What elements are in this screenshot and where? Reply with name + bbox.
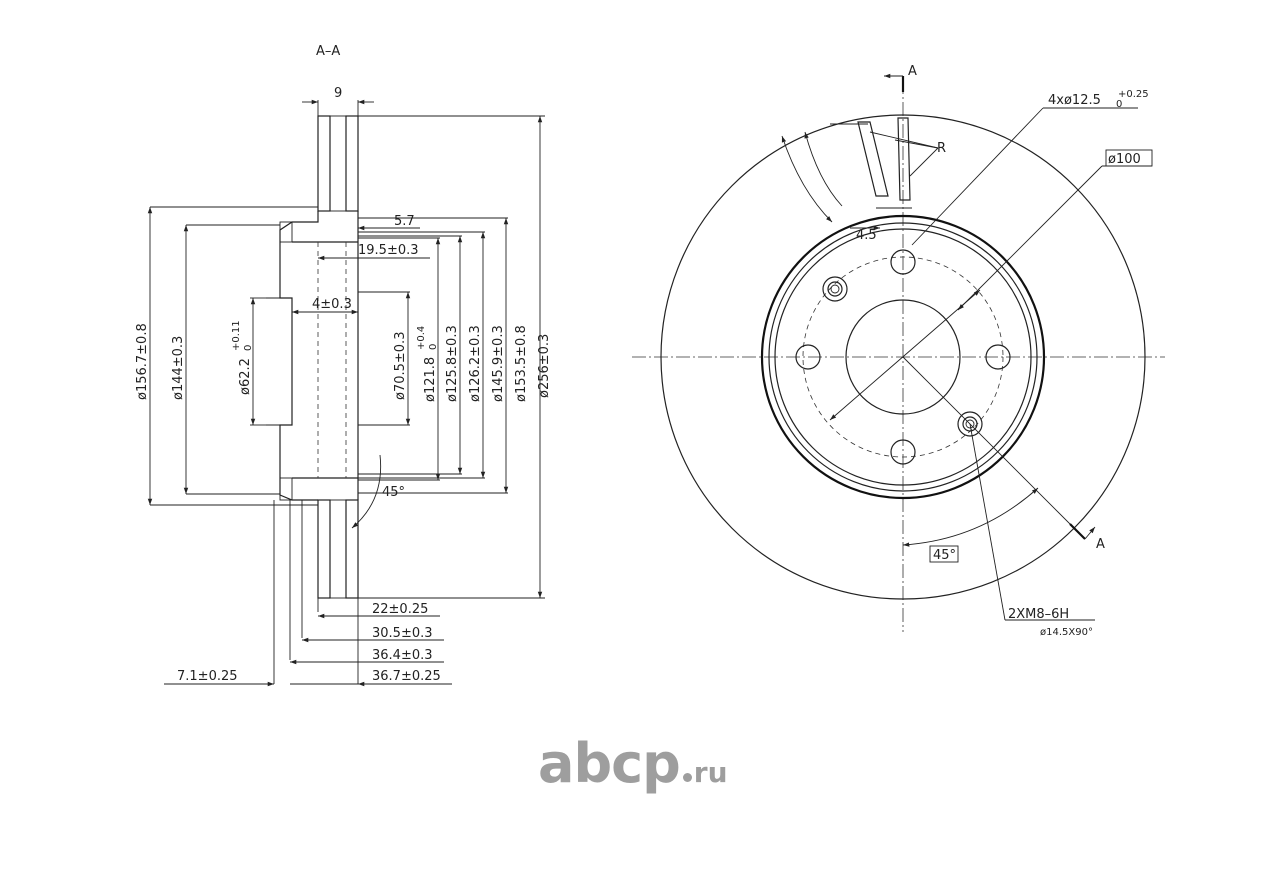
dim-bore: ø62.2 — [238, 358, 253, 395]
dim-t22: 22±0.25 — [372, 602, 428, 617]
dim-4: 4±0.3 — [312, 297, 352, 312]
bolt-hole-top — [890, 249, 916, 275]
dim-d256: ø256±0.3 — [537, 334, 552, 398]
vent-channel-top — [329, 115, 347, 212]
dim-t367: 36.7±0.25 — [372, 669, 441, 684]
logo-dot — [682, 773, 692, 782]
section-wall-top-right — [345, 115, 359, 212]
vent-slot-detail — [781, 117, 939, 231]
bolt-hole-bottom — [890, 439, 916, 465]
angle-label: 45° — [933, 548, 956, 563]
holes-label: 4xø12.5 — [1048, 93, 1101, 108]
holes-tol-bottom: 0 — [1116, 99, 1122, 110]
dim-bore-tol-top: +0.11 — [231, 320, 242, 351]
hub-flange-bottom — [279, 477, 293, 501]
dim-t36: 36.4±0.3 — [372, 648, 433, 663]
dim-d153: ø153.5±0.8 — [514, 325, 529, 402]
dim-d145: ø145.9±0.3 — [491, 325, 506, 402]
thread-label: 2XM8–6H — [1008, 607, 1069, 622]
disc-outer-edge — [660, 114, 1146, 600]
pcd-circle — [802, 256, 1004, 458]
section-wall-top-left — [317, 115, 331, 212]
front-view: A A 4xø12.5 +0.25 0 ø100 R 4.5 45° 2XM8–… — [632, 64, 1165, 638]
vent-channel-bottom — [329, 499, 347, 599]
section-wall-bottom-right — [345, 499, 359, 599]
section-mark-top: A — [908, 64, 917, 79]
dim-d121-tol-bottom: 0 — [428, 344, 439, 350]
dim-angle-45: 45° — [382, 485, 405, 500]
dim-5-7: 5.7 — [394, 214, 415, 229]
bolt-hole-right — [985, 344, 1011, 370]
dim-t30: 30.5±0.3 — [372, 626, 433, 641]
section-mark-bottom: A — [1096, 537, 1105, 552]
dim-19-5: 19.5±0.3 — [358, 243, 419, 258]
section-wall-bottom-left — [317, 499, 331, 599]
section-view: A–A — [135, 44, 552, 687]
dim-d121-tol-top: +0.4 — [416, 326, 427, 350]
logo-tld: ru — [693, 756, 728, 789]
dim-d156: ø156.7±0.8 — [135, 323, 150, 400]
holes-tol-top: +0.25 — [1118, 89, 1149, 100]
brand-logo: abcp ru — [538, 734, 728, 794]
dim-d144: ø144±0.3 — [171, 336, 186, 400]
dim-d121: ø121.8 — [423, 357, 438, 402]
dim-d126: ø126.2±0.3 — [468, 325, 483, 402]
dim-d125: ø125.8±0.3 — [445, 325, 460, 402]
hat-inner — [774, 228, 1032, 486]
holes-callout: 4xø12.5 +0.25 0 — [1048, 89, 1149, 110]
radius-label: R — [937, 141, 946, 156]
dim-d70: ø70.5±0.3 — [393, 332, 408, 400]
slot-width-label: 4.5 — [856, 228, 877, 243]
dim-t71: 7.1±0.25 — [177, 669, 238, 684]
threaded-hole-upper — [822, 276, 848, 302]
chamfer-label: ø14.5X90° — [1040, 627, 1093, 638]
pcd-label: ø100 — [1108, 152, 1141, 167]
hub-flange-top — [279, 221, 293, 243]
section-title: A–A — [316, 44, 340, 59]
bolt-hole-left — [795, 344, 821, 370]
logo-main: abcp — [538, 732, 681, 795]
dim-top-width: 9 — [334, 86, 342, 101]
dim-bore-tol-bottom: 0 — [243, 345, 254, 351]
